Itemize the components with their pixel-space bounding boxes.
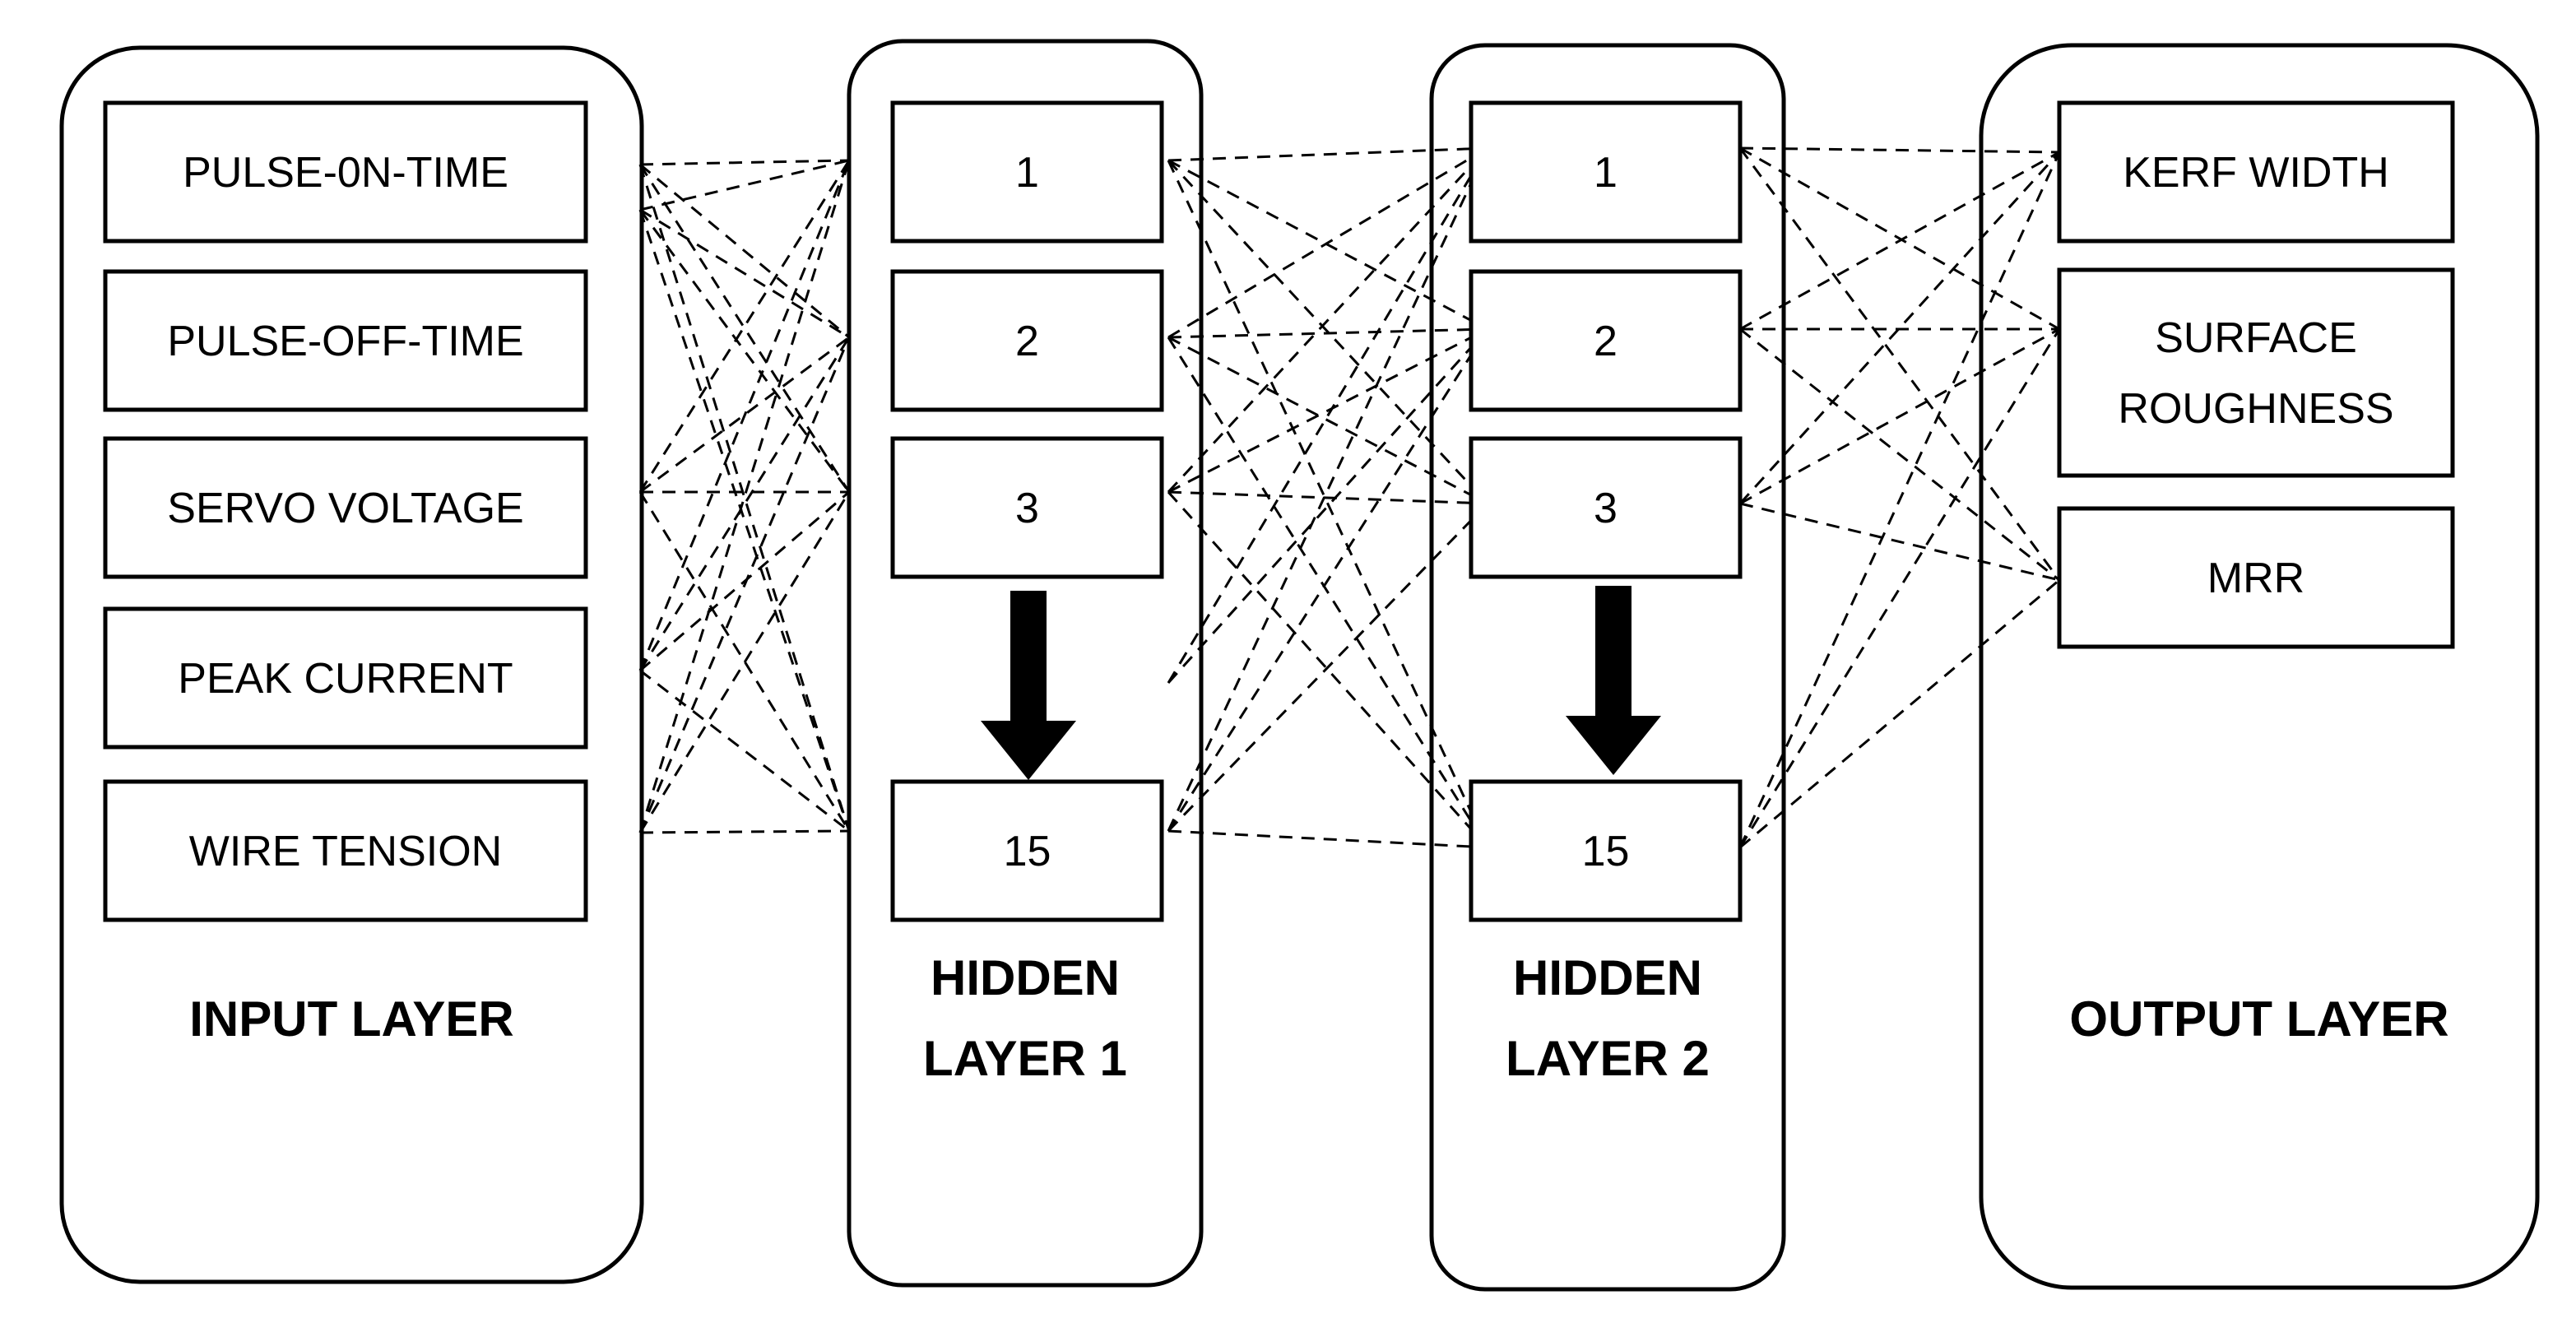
input-node-2: [103, 436, 588, 579]
output-node-1: [2057, 267, 2455, 478]
hidden2-layer-label: HIDDEN: [1513, 950, 1702, 1005]
hidden2-node-2: [1469, 436, 1743, 579]
connection-hidden1-3-hidden2-0: [1167, 147, 1489, 832]
output-node-label: MRR: [2207, 555, 2304, 602]
connection-hidden1-0-hidden2-0: [1167, 146, 1488, 162]
connection-input-4-hidden1-0: [638, 160, 851, 833]
connection-input-0-hidden1-0: [639, 159, 850, 166]
connection-hidden2-2-output-2: [1739, 502, 2060, 582]
connection-input-3-hidden1-2: [639, 490, 850, 672]
input-node-label: WIRE TENSION: [189, 828, 502, 875]
connection-hidden1-2-hidden2-1: [1167, 327, 1488, 494]
output-node-2: [2057, 506, 2455, 649]
connection-hidden1-gap-hidden2-1: [1167, 327, 1489, 685]
input-node-label: PULSE-0N-TIME: [183, 149, 508, 197]
input-node-4: [103, 779, 588, 922]
connection-hidden2-0-output-1: [1739, 146, 2060, 331]
hidden2-node-0: [1469, 100, 1743, 244]
connection-input-1-hidden1-3: [638, 209, 851, 832]
hidden2-node-label: 1: [1594, 149, 1618, 197]
hidden2-node-1: [1469, 269, 1743, 412]
connection-hidden2-0-output-2: [1738, 147, 2061, 581]
connection-hidden1-2-hidden2-0: [1167, 146, 1489, 494]
input-node-label: PEAK CURRENT: [178, 655, 513, 703]
connection-hidden1-1-hidden2-1: [1167, 327, 1488, 339]
connection-hidden2-0-output-0: [1739, 146, 2060, 154]
connection-input-0-hidden1-2: [638, 164, 851, 493]
hidden2-node-label: 3: [1594, 485, 1618, 532]
hidden1-layer-label: LAYER 1: [923, 1031, 1127, 1086]
output-node-label: ROUGHNESS: [2118, 385, 2393, 433]
input-node-label: PULSE-OFF-TIME: [167, 318, 523, 365]
flow-arrows: [981, 586, 1661, 780]
connection-hidden1-1-hidden2-3: [1167, 337, 1489, 848]
hidden1-node-0: [890, 100, 1164, 244]
connections: [638, 146, 2061, 849]
hidden1-node-2: [890, 436, 1164, 579]
connection-hidden2-1-output-2: [1739, 327, 2060, 582]
connection-input-1-hidden1-1: [639, 208, 850, 339]
input-node-1: [103, 269, 588, 412]
output-layer-label: OUTPUT LAYER: [2069, 991, 2448, 1047]
connection-hidden2-2-output-0: [1738, 151, 2061, 505]
connection-input-1-hidden1-2: [638, 209, 851, 493]
connection-hidden2-1-output-0: [1739, 151, 2060, 331]
connection-hidden2-3-output-1: [1738, 328, 2061, 848]
hidden1-node-1: [890, 269, 1164, 412]
hidden2-layer-label: LAYER 2: [1506, 1031, 1710, 1086]
input-layer-label: INPUT LAYER: [189, 991, 514, 1047]
connection-input-4-hidden1-3: [639, 829, 850, 834]
connection-hidden1-2-hidden2-3: [1167, 490, 1489, 849]
output-node-0: [2057, 100, 2455, 244]
connection-input-3-hidden1-0: [638, 160, 851, 671]
hidden1-node-3: [890, 779, 1164, 922]
connection-hidden1-2-hidden2-2: [1167, 490, 1488, 505]
hidden2-node-label: 2: [1594, 318, 1618, 365]
connection-hidden1-1-hidden2-0: [1167, 146, 1488, 339]
connection-input-2-hidden1-0: [638, 160, 851, 493]
hidden1-layer-label: HIDDEN: [931, 950, 1120, 1005]
connection-hidden2-2-output-1: [1739, 327, 2060, 505]
connection-input-3-hidden1-1: [638, 337, 851, 671]
input-node-label: SERVO VOLTAGE: [167, 485, 523, 532]
hidden1-node-label: 3: [1015, 485, 1039, 532]
connection-input-1-hidden1-0: [639, 159, 850, 211]
hidden1-node-label: 2: [1015, 318, 1039, 365]
connection-hidden2-3-output-2: [1739, 578, 2060, 849]
connection-hidden1-3-hidden2-1: [1167, 328, 1489, 832]
nodes: PULSE-0N-TIME PULSE-OFF-TIME SERVO VOLTAGE…: [103, 100, 2455, 922]
connection-input-0-hidden1-3: [638, 164, 851, 832]
hidden2-flow-arrow-icon: [1566, 586, 1661, 775]
connection-input-3-hidden1-3: [639, 669, 850, 833]
hidden1-node-label: 1: [1015, 149, 1039, 197]
input-node-3: [103, 606, 588, 750]
connection-hidden1-0-hidden2-1: [1167, 159, 1488, 331]
connection-input-4-hidden1-1: [638, 337, 851, 833]
connection-hidden1-gap-hidden2-0: [1167, 147, 1489, 684]
hidden2-node-3: [1469, 779, 1743, 922]
connection-input-0-hidden1-1: [639, 163, 850, 339]
input-node-0: [103, 100, 588, 244]
connection-hidden2-3-output-0: [1738, 151, 2061, 848]
connection-hidden1-3-hidden2-3: [1167, 829, 1488, 849]
hidden2-node-label: 15: [1582, 828, 1630, 875]
hidden1-flow-arrow-icon: [981, 591, 1076, 780]
hidden1-node-label: 15: [1004, 828, 1051, 875]
connection-hidden1-3-hidden2-2: [1167, 502, 1489, 833]
output-node-label: SURFACE: [2155, 314, 2357, 362]
layer-labels: INPUT LAYER HIDDEN LAYER 1 HIDDEN LAYER 2 OUT…: [189, 950, 2448, 1086]
connection-hidden1-1-hidden2-2: [1167, 336, 1488, 505]
connection-hidden1-0-hidden2-3: [1167, 160, 1489, 848]
output-node-label: KERF WIDTH: [2123, 149, 2389, 197]
